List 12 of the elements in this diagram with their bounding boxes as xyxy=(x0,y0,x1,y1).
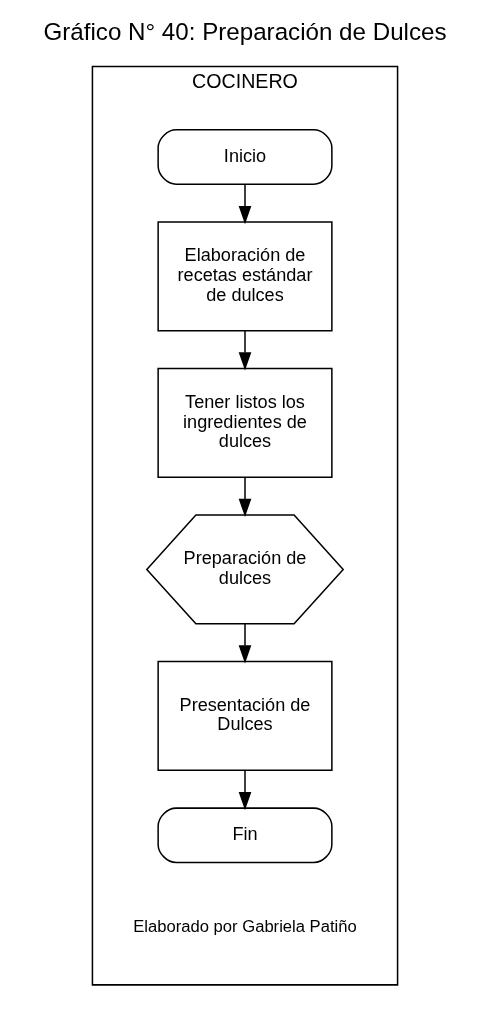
arrow xyxy=(238,329,252,370)
arrow xyxy=(238,769,252,810)
node-box: Fin xyxy=(157,806,333,863)
caption: Elaborado por Gabriela Patiño xyxy=(133,916,357,936)
arrow xyxy=(238,476,252,517)
arrow xyxy=(238,622,252,663)
node-box: Elaboración de recetas estándar de dulces xyxy=(157,220,333,332)
node-box: Inicio xyxy=(157,128,333,185)
diagram-title: Gráfico N° 40: Preparación de Dulces xyxy=(43,17,447,45)
arrow xyxy=(238,183,252,224)
node-box: Tener listos los ingredientes de dulces xyxy=(157,367,333,478)
node-box: Presentación de Dulces xyxy=(157,660,333,771)
